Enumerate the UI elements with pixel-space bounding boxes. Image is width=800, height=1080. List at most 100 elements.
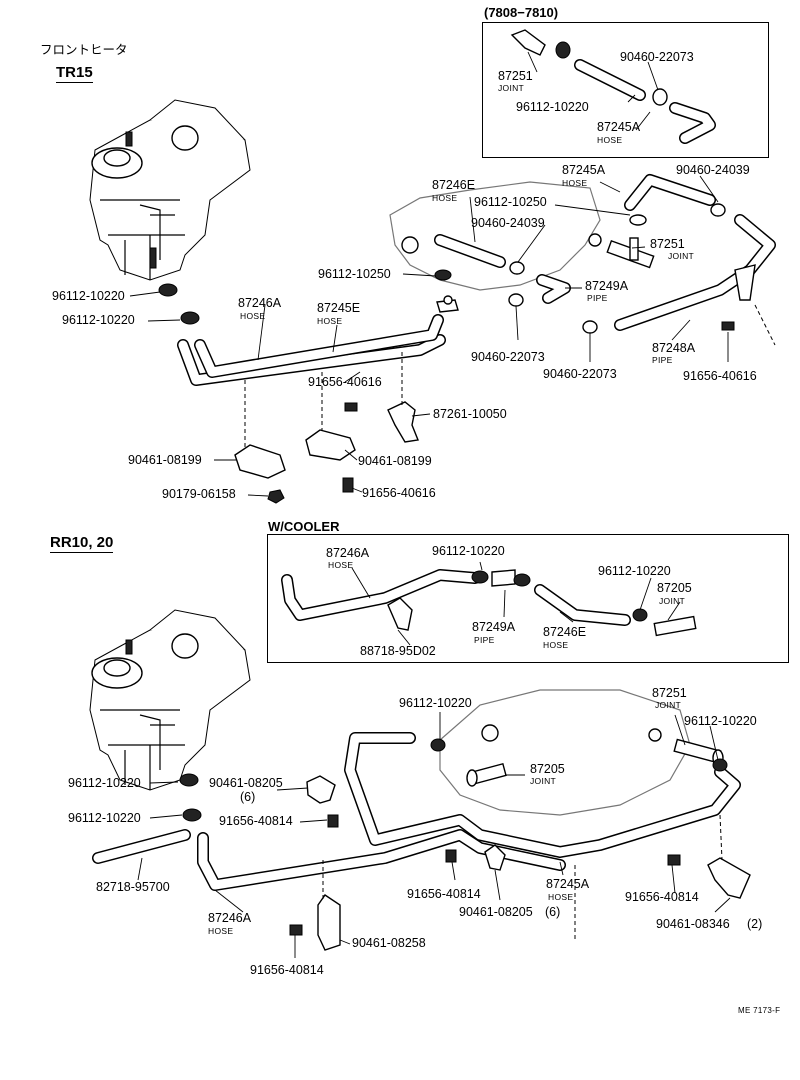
part-91656-40616-right: 91656-40616 — [683, 369, 757, 383]
section-title-jp: フロントヒータ — [40, 43, 128, 57]
part-90460-24039-mid: 90460-24039 — [471, 216, 545, 230]
leaders-bottom — [137, 561, 731, 958]
brackets-top — [234, 321, 735, 504]
cooler-inset-label: W/COOLER — [268, 519, 340, 534]
part-90461-08346: 90461-08346 — [656, 917, 730, 931]
part-87246E-cooler: 87246E — [543, 625, 587, 639]
clamps-top — [158, 203, 726, 334]
part-87251-inset-sub: JOINT — [498, 83, 525, 93]
engine-outline-top — [389, 181, 602, 291]
part-90461-08205-left: 90461-08205 — [209, 776, 283, 790]
part-96112-10250-lower: 96112-10250 — [318, 267, 391, 281]
part-87261-10050: 87261-10050 — [433, 407, 507, 421]
part-87245A-bottom-sub: HOSE — [548, 892, 574, 902]
cooler-inset-drawing — [281, 569, 697, 637]
part-96112-10220-top-a: 96112-10220 — [52, 289, 125, 303]
rod-82718 — [92, 829, 191, 864]
part-90461-08205-mid: 90461-08205 — [459, 905, 533, 919]
joint-87205-bottom — [466, 762, 507, 787]
part-90461-08205-left-qty: (6) — [240, 790, 256, 804]
part-87249A-top: 87249A — [585, 279, 629, 293]
part-96112-10250-upper: 96112-10250 — [474, 195, 547, 209]
part-87245A-top-sub: HOSE — [562, 178, 588, 188]
part-87246A-top: 87246A — [238, 296, 282, 310]
part-90460-22073-left: 90460-22073 — [471, 350, 545, 364]
inset-7808-box — [482, 22, 769, 158]
part-87245A-top: 87245A — [562, 163, 606, 177]
part-96112-10220-top-b: 96112-10220 — [62, 313, 135, 327]
part-91656-40814-d: 91656-40814 — [250, 963, 324, 977]
model-tr15: TR15 — [56, 64, 93, 83]
hose-87245A-top — [624, 174, 716, 211]
guides-top — [244, 304, 776, 450]
part-90461-08346-qty: (2) — [747, 917, 763, 931]
part-91656-40814-c: 91656-40814 — [625, 890, 699, 904]
part-87248A: 87248A — [652, 341, 696, 355]
part-87246A-cooler: 87246A — [326, 546, 370, 560]
part-87205-cooler-sub: JOINT — [659, 596, 686, 606]
heater-unit-top — [89, 99, 251, 281]
part-87246A-top-sub: HOSE — [240, 311, 266, 321]
part-91656-40814-a: 91656-40814 — [219, 814, 293, 828]
part-87249A-cooler-sub: PIPE — [474, 635, 495, 645]
footer-code: ME 7173-F — [738, 1006, 781, 1015]
pipe-87249A-top — [536, 274, 571, 304]
inset-7808-label: (7808−7810) — [484, 5, 559, 20]
part-90460-22073-inset: 90460-22073 — [620, 50, 694, 64]
part-91656-40616-mid: 91656-40616 — [308, 375, 382, 389]
heater-unit-bottom — [89, 609, 251, 791]
guides-bottom — [322, 814, 723, 940]
part-87246E-cooler-sub: HOSE — [543, 640, 569, 650]
part-87245A-inset: 87245A — [597, 120, 641, 134]
part-96112-10220-bottom-right: 96112-10220 — [684, 714, 757, 728]
part-91656-40814-b: 91656-40814 — [407, 887, 481, 901]
part-87246A-bottom-sub: HOSE — [208, 926, 234, 936]
part-90461-08258: 90461-08258 — [352, 936, 426, 950]
part-87251-bottom: 87251 — [652, 686, 687, 700]
leaders-top — [129, 51, 729, 497]
part-87245E-top-sub: HOSE — [317, 316, 343, 326]
part-87205-bottom-sub: JOINT — [530, 776, 557, 786]
part-87249A-top-sub: PIPE — [587, 293, 608, 303]
part-87245E-top: 87245E — [317, 301, 361, 315]
model-rr10-20: RR10, 20 — [50, 534, 114, 553]
part-96112-10220-bottom-mid: 96112-10220 — [399, 696, 472, 710]
part-90461-08205-mid-qty: (6) — [545, 905, 561, 919]
part-87246E-top: 87246E — [432, 178, 476, 192]
part-90460-22073-right: 90460-22073 — [543, 367, 617, 381]
hose-87245E-top — [194, 314, 444, 378]
cooler-inset-box — [267, 534, 789, 663]
part-87249A-cooler: 87249A — [472, 620, 516, 634]
part-96112-10220-cooler-b: 96112-10220 — [598, 564, 671, 578]
part-91656-40616-lower: 91656-40616 — [362, 486, 436, 500]
part-90461-08199-left: 90461-08199 — [128, 453, 202, 467]
part-87251-bottom-sub: JOINT — [655, 700, 682, 710]
part-90179-06158: 90179-06158 — [162, 487, 236, 501]
part-87245A-bottom: 87245A — [546, 877, 590, 891]
part-87205-bottom: 87205 — [530, 762, 565, 776]
hose-87246A-bottom — [197, 829, 566, 891]
part-88718-95D02: 88718-95D02 — [360, 644, 436, 658]
part-96112-10220-bottom-b: 96112-10220 — [68, 811, 141, 825]
joint-87251-top — [606, 237, 655, 269]
part-82718-95700: 82718-95700 — [96, 880, 170, 894]
part-87251-inset: 87251 — [498, 69, 533, 83]
hose-87245A-bottom — [344, 732, 741, 858]
part-87246A-cooler-sub: HOSE — [328, 560, 354, 570]
pipe-87248A — [614, 214, 776, 331]
part-87246A-bottom: 87246A — [208, 911, 252, 925]
part-87246E-top-sub: HOSE — [432, 193, 458, 203]
part-90460-24039-right: 90460-24039 — [676, 163, 750, 177]
part-87248A-sub: PIPE — [652, 355, 673, 365]
part-87245A-inset-sub: HOSE — [597, 135, 623, 145]
hose-87246E-top — [434, 234, 506, 268]
part-96112-10220-bottom-a: 96112-10220 — [68, 776, 141, 790]
part-90461-08199-right: 90461-08199 — [358, 454, 432, 468]
part-96112-10220-inset: 96112-10220 — [516, 100, 589, 114]
part-87251-top-sub: JOINT — [668, 251, 695, 261]
clamps-bottom — [179, 738, 751, 951]
inset-7808-drawing — [510, 29, 716, 144]
part-96112-10220-cooler-a: 96112-10220 — [432, 544, 505, 558]
